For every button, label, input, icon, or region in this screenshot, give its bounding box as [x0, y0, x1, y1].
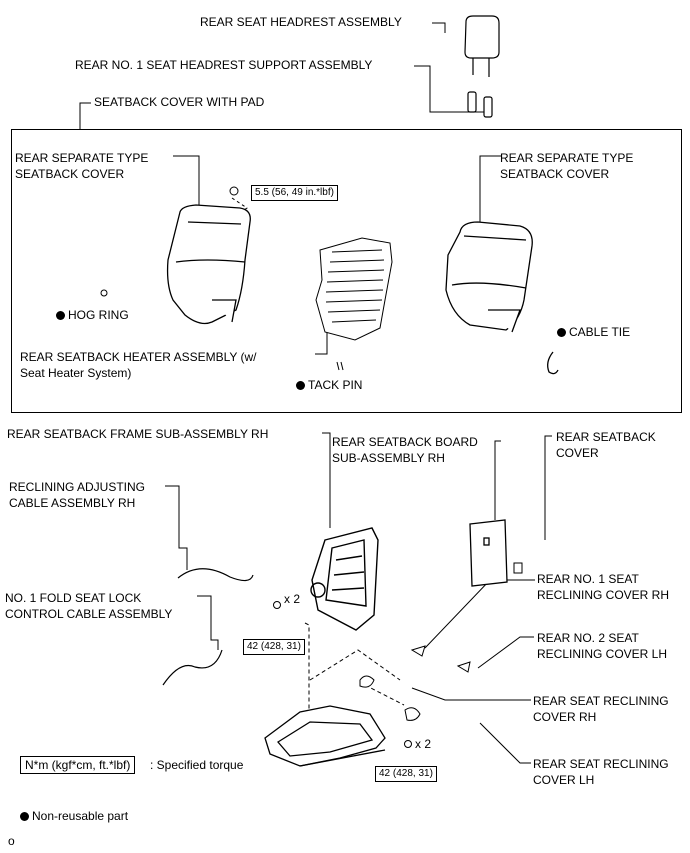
label-reclining-cable-1: RECLINING ADJUSTING — [9, 480, 146, 494]
footer-mark: o — [8, 834, 15, 848]
label-recl-rh-2: COVER RH — [533, 710, 597, 724]
label-tack-pin: TACK PIN — [296, 378, 362, 393]
non-reusable-bullet-icon — [20, 812, 29, 821]
label-board-2: SUB-ASSEMBLY RH — [332, 451, 445, 465]
headrest-support-part — [467, 91, 493, 118]
label-sep-cover-left-1: REAR SEPARATE TYPE — [15, 151, 149, 165]
label-heater-2: Seat Heater System) — [20, 366, 132, 380]
seatback-frame-part — [310, 527, 379, 631]
non-reusable-bullet-icon — [296, 381, 305, 390]
label-headrest: REAR SEAT HEADREST ASSEMBLY — [200, 15, 402, 29]
cable-tie-text: CABLE TIE — [569, 325, 631, 339]
label-heater-1: REAR SEATBACK HEATER ASSEMBLY (w/ — [20, 350, 257, 364]
reclining-cable-part — [177, 568, 254, 582]
bolt-part — [273, 601, 412, 748]
non-reusable-text: Non-reusable part — [32, 809, 129, 823]
tack-pin-part — [336, 361, 344, 371]
nut-part — [229, 186, 239, 196]
non-reusable-bullet-icon — [557, 328, 566, 337]
recl-cover-rh-part — [359, 675, 375, 688]
torque-42-lower: 42 (428, 31) — [375, 766, 437, 782]
label-headrest-support: REAR NO. 1 SEAT HEADREST SUPPORT ASSEMBL… — [75, 58, 373, 72]
label-cable-tie: CABLE TIE — [557, 325, 630, 340]
label-seatback-cover-1: REAR SEATBACK — [556, 430, 656, 444]
left-seatback-cover-part — [166, 204, 251, 325]
legend-torque-box: N*m (kgf*cm, ft.*lbf) — [20, 756, 136, 774]
label-frame: REAR SEATBACK FRAME SUB-ASSEMBLY RH — [7, 427, 269, 441]
hog-ring-text: HOG RING — [68, 308, 129, 322]
seatback-cover-group-box — [11, 129, 682, 413]
recl-cover-lh-part — [404, 707, 421, 721]
seatback-board-part — [469, 519, 508, 587]
tack-pin-text: TACK PIN — [308, 378, 363, 392]
headrest-part — [464, 15, 500, 77]
label-no1-recl-1: REAR NO. 1 SEAT — [537, 572, 639, 586]
label-hog-ring: HOG RING — [56, 308, 129, 323]
label-sep-cover-left-2: SEATBACK COVER — [15, 167, 125, 181]
multiplier-x2-upper: x 2 — [284, 592, 301, 606]
label-recl-lh-2: COVER LH — [533, 773, 595, 787]
label-recl-rh-1: REAR SEAT RECLINING — [533, 694, 669, 708]
cable-tie-part — [547, 351, 559, 375]
no1-reclining-cover-part — [410, 645, 426, 657]
hog-ring-part — [100, 289, 108, 297]
label-reclining-cable-2: CABLE ASSEMBLY RH — [9, 496, 136, 510]
label-sep-cover-right-1: REAR SEPARATE TYPE — [500, 151, 634, 165]
label-no1-recl-2: RECLINING COVER RH — [537, 588, 670, 602]
legend-non-reusable: Non-reusable part — [20, 809, 128, 824]
multiplier-x2-lower: x 2 — [415, 737, 432, 751]
heater-part — [315, 237, 393, 341]
seatback-cover-small-part — [513, 562, 523, 574]
torque-42-upper: 42 (428, 31) — [243, 639, 305, 655]
torque-5-5: 5.5 (56, 49 in.*lbf) — [251, 185, 338, 201]
label-seatback-cover-pad: SEATBACK COVER WITH PAD — [94, 95, 265, 109]
label-no2-recl-1: REAR NO. 2 SEAT — [537, 631, 639, 645]
right-seatback-cover-part — [445, 221, 533, 333]
label-recl-lh-1: REAR SEAT RECLINING — [533, 757, 669, 771]
non-reusable-bullet-icon — [56, 311, 65, 320]
legend-torque-text: : Specified torque — [150, 758, 244, 772]
label-no2-recl-2: RECLINING COVER LH — [537, 647, 668, 661]
no2-reclining-cover-part — [456, 661, 471, 673]
label-fold-cable-2: CONTROL CABLE ASSEMBLY — [5, 607, 173, 621]
fold-cable-part — [162, 649, 223, 686]
cushion-frame-part — [264, 705, 386, 767]
label-sep-cover-right-2: SEATBACK COVER — [500, 167, 610, 181]
label-board-1: REAR SEATBACK BOARD — [332, 435, 478, 449]
label-seatback-cover-2: COVER — [556, 446, 599, 460]
label-fold-cable-1: NO. 1 FOLD SEAT LOCK — [5, 591, 142, 605]
